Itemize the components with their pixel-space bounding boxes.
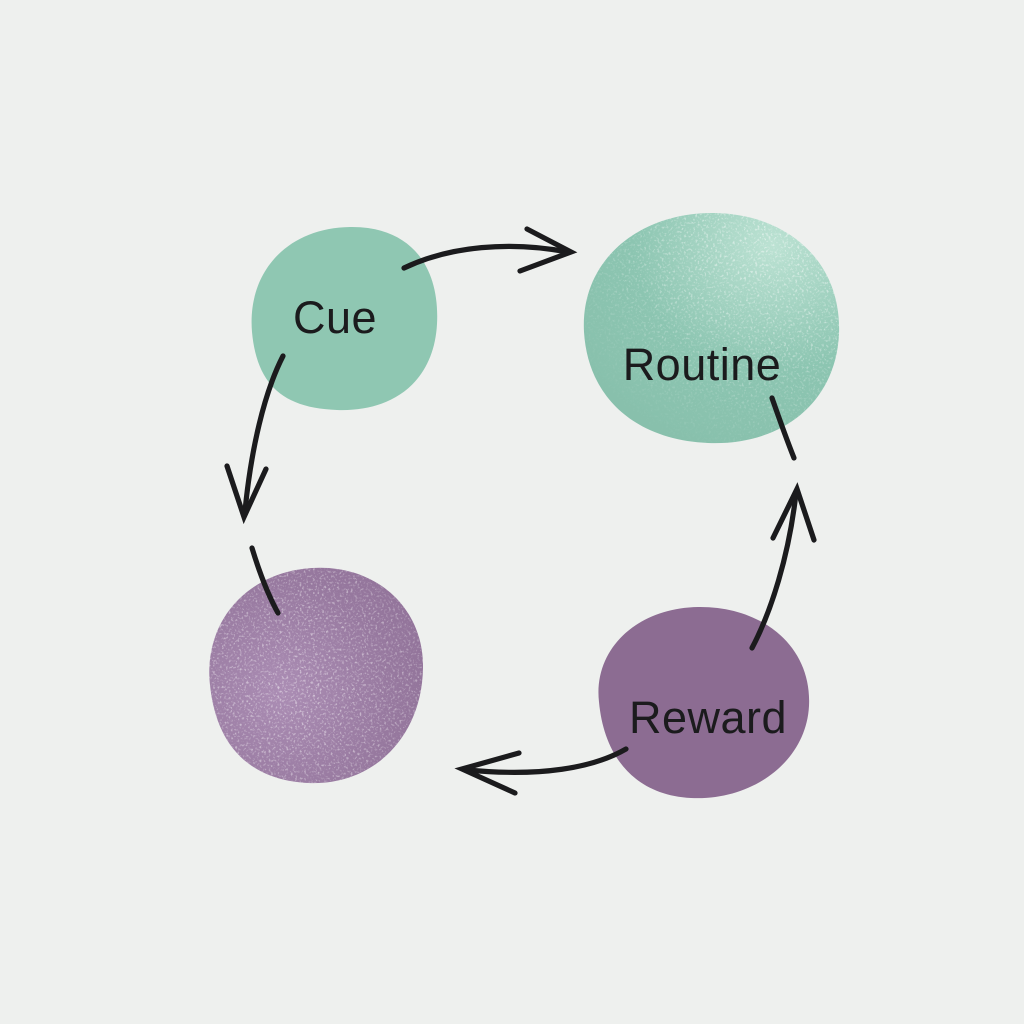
stage-4-blob-grain — [209, 567, 424, 784]
arrow-cue-to-routine — [401, 226, 578, 274]
arrow-reward-to-routine-continuation — [769, 395, 797, 461]
arrow-reward-to-stage-4 — [454, 746, 629, 796]
reward-blob — [598, 606, 810, 799]
arrow-reward-to-routine-head — [770, 482, 817, 543]
node-routine — [583, 212, 840, 444]
cue-label: Cue — [293, 292, 377, 343]
node-stage-4 — [209, 567, 424, 784]
routine-label: Routine — [623, 339, 782, 390]
node-reward — [598, 606, 810, 799]
arrow-reward-to-stage-4-tail — [464, 746, 629, 775]
arrow-reward-to-routine-tail — [749, 490, 799, 651]
arrow-reward-to-stage-4-head — [454, 750, 522, 796]
arrow-cue-to-routine-head — [517, 226, 578, 274]
reward-label: Reward — [629, 692, 787, 743]
node-cue — [251, 226, 438, 411]
arrow-reward-to-routine — [749, 395, 817, 651]
arrow-cue-to-stage-4 — [224, 353, 286, 616]
arrow-cue-to-stage-4-tail — [242, 353, 286, 514]
cue-blob — [251, 226, 438, 411]
arrow-cue-to-stage-4-continuation — [249, 545, 281, 616]
arrow-cue-to-routine-tail — [401, 243, 571, 271]
routine-blob-grain — [583, 212, 840, 444]
arrow-cue-to-stage-4-head — [224, 463, 269, 525]
